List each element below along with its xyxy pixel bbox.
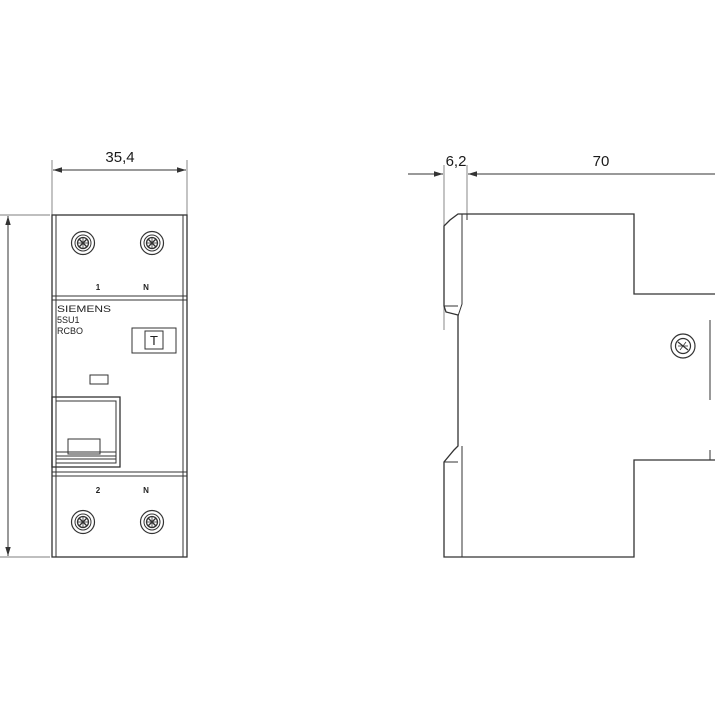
front-view: 35,4 1 N SIEMENS 5SU1 RCBO T <box>0 149 188 558</box>
terminal-label-top-right: N <box>143 283 149 292</box>
side-screw-icon <box>670 333 696 359</box>
front-body-outline <box>51 214 188 558</box>
side-profile-outline <box>443 213 715 558</box>
status-indicator-window <box>89 374 109 385</box>
front-width-label: 35,4 <box>105 149 134 166</box>
test-button[interactable]: T <box>131 327 177 354</box>
terminal-screw-icon <box>139 230 165 256</box>
test-button-label: T <box>150 333 158 348</box>
side-dimensions: 6,2 70 <box>408 153 715 330</box>
toggle-lever[interactable] <box>51 396 121 468</box>
front-width-dimension: 35,4 <box>51 149 188 215</box>
model-line-2: RCBO <box>57 326 83 336</box>
terminal-label-top-left: 1 <box>96 283 101 292</box>
terminal-label-bottom-left: 2 <box>96 486 101 495</box>
front-height-dimension <box>0 214 50 558</box>
side-view: 6,2 70 <box>408 153 715 558</box>
terminal-screw-icon <box>70 230 96 256</box>
model-line-1: 5SU1 <box>57 315 80 325</box>
terminal-screw-icon <box>70 509 96 535</box>
terminal-label-bottom-right: N <box>143 486 149 495</box>
side-offset-label: 6,2 <box>446 153 467 170</box>
side-depth-label: 70 <box>593 153 610 170</box>
terminal-screw-icon <box>139 509 165 535</box>
brand-label: SIEMENS <box>57 304 111 315</box>
